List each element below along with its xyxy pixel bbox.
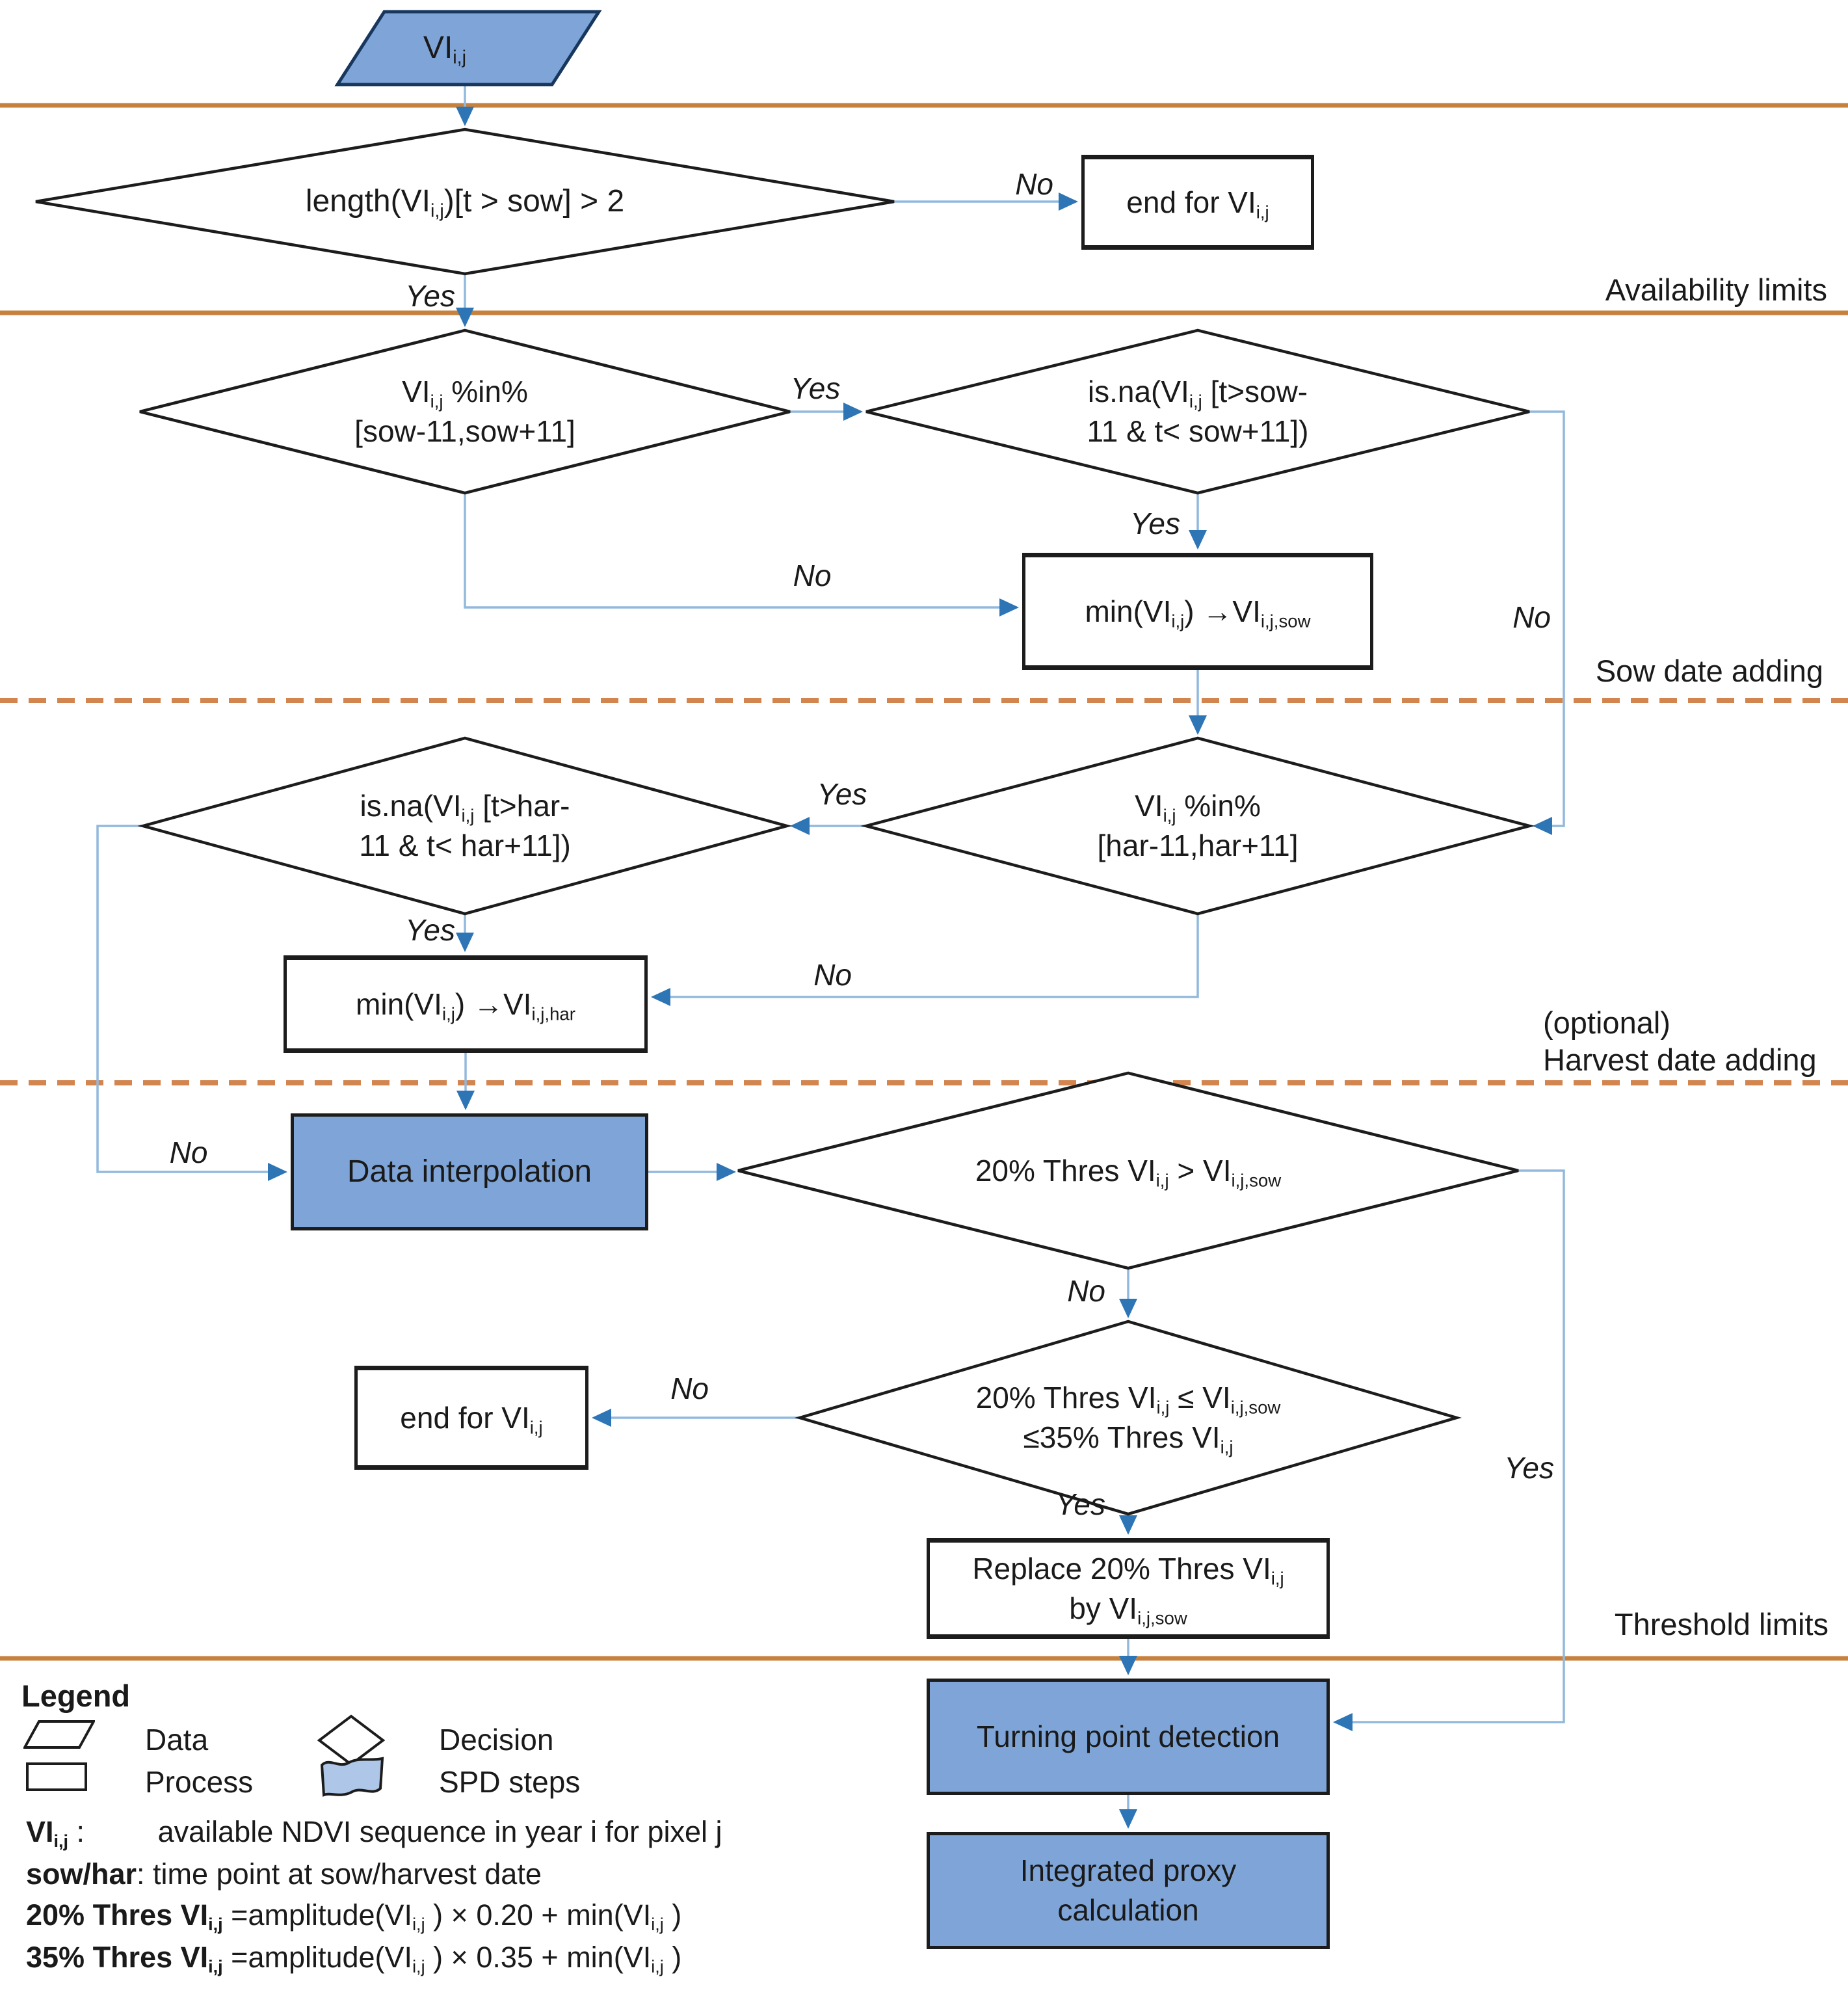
- section-label-harvest: Harvest date adding: [1543, 1042, 1817, 1077]
- edge-label-no-har-na: No: [169, 1135, 208, 1169]
- legend-data-icon: [23, 1720, 95, 1749]
- edge-sowna-no: [1529, 410, 1565, 835]
- shape-decision-har-window: [860, 736, 1535, 916]
- legend-def-vi: VIi,j : available NDVI sequence in year …: [26, 1815, 722, 1852]
- edge-thres20-yes: [1333, 1169, 1565, 1731]
- edge-label-no-har-window: No: [813, 958, 852, 992]
- legend-spd-icon: [320, 1757, 384, 1797]
- section-label-sow: Sow date adding: [1595, 654, 1823, 688]
- decision-sow-window: VIi,j %in%[sow-11,sow+11]: [354, 375, 575, 448]
- legend-title: Legend: [21, 1679, 131, 1713]
- process-min-har: min(VIi,j) →VIi,j,har: [284, 955, 648, 1053]
- shape-decision-sow-window: [139, 328, 791, 495]
- shape-decision-thres20: [737, 1071, 1519, 1270]
- edge-label-yes-sow-window: Yes: [790, 371, 841, 405]
- legend-label-spd: SPD steps: [439, 1765, 581, 1799]
- node-input-vi: VIi,j: [423, 31, 467, 68]
- section-label-availability: Availability limits: [1605, 272, 1827, 307]
- legend-def-20: 20% Thres VIi,j =amplitude(VIi,j ) × 0.2…: [26, 1898, 682, 1935]
- shape-decision-har-na: [137, 736, 793, 916]
- edge-label-no-availability: No: [1015, 167, 1053, 201]
- edge-harwindow-no: [651, 914, 1199, 1006]
- edge-label-yes-thres-range: Yes: [1055, 1487, 1105, 1521]
- legend-def-sowhar: sow/har: time point at sow/harvest date: [26, 1857, 542, 1891]
- process-end-top: end for VIi,j: [1081, 155, 1314, 250]
- decision-har-window: VIi,j %in%[har-11,har+11]: [1097, 789, 1299, 862]
- edge-sowwindow-no: [464, 493, 1019, 617]
- shape-decision-availability: [35, 127, 895, 276]
- edge-label-yes-thres20: Yes: [1504, 1451, 1554, 1485]
- edge-label-no-sow-window: No: [793, 559, 832, 592]
- decision-availability: length(VIi,j)[t > sow] > 2: [305, 184, 625, 222]
- edge-harna-no: [96, 825, 287, 1181]
- legend-label-data: Data: [145, 1723, 209, 1757]
- edge-label-no-thres-range: No: [670, 1372, 709, 1405]
- section-label-optional: (optional): [1543, 1005, 1670, 1040]
- edge-label-no-sow-na: No: [1512, 600, 1551, 634]
- legend-label-process: Process: [145, 1765, 254, 1799]
- edge-label-yes-availability: Yes: [405, 279, 455, 313]
- process-end-mid: end for VIi,j: [354, 1366, 588, 1470]
- shape-decision-thres-range: [794, 1320, 1462, 1516]
- spd-turning-point: Turning point detection: [927, 1679, 1330, 1795]
- legend-label-decision: Decision: [439, 1723, 554, 1757]
- decision-thres20: 20% Thres VIi,j > VIi,j,sow: [975, 1153, 1282, 1190]
- shape-input-parallelogram: [334, 10, 602, 86]
- decision-har-na: is.na(VIi,j [t>har-11 & t< har+11]): [359, 789, 571, 862]
- spd-data-interpolation: Data interpolation: [291, 1113, 648, 1230]
- edge-label-yes-har-na: Yes: [405, 913, 455, 947]
- edge-label-yes-sow-na: Yes: [1130, 507, 1180, 540]
- legend-process-icon: [26, 1762, 87, 1791]
- decision-sow-na: is.na(VIi,j [t>sow-11 & t< sow+11]): [1087, 375, 1309, 448]
- decision-thres-range: 20% Thres VIi,j ≤ VIi,j,sow≤35% Thres VI…: [975, 1381, 1281, 1457]
- process-min-sow: min(VIi,j) →VIi,j,sow: [1022, 553, 1373, 670]
- shape-decision-sow-na: [865, 328, 1530, 495]
- edge-label-no-thres20: No: [1067, 1274, 1105, 1308]
- edge-label-yes-har-window: Yes: [817, 777, 867, 811]
- legend-def-35: 35% Thres VIi,j =amplitude(VIi,j ) × 0.3…: [26, 1941, 682, 1977]
- section-label-threshold: Threshold limits: [1614, 1607, 1828, 1641]
